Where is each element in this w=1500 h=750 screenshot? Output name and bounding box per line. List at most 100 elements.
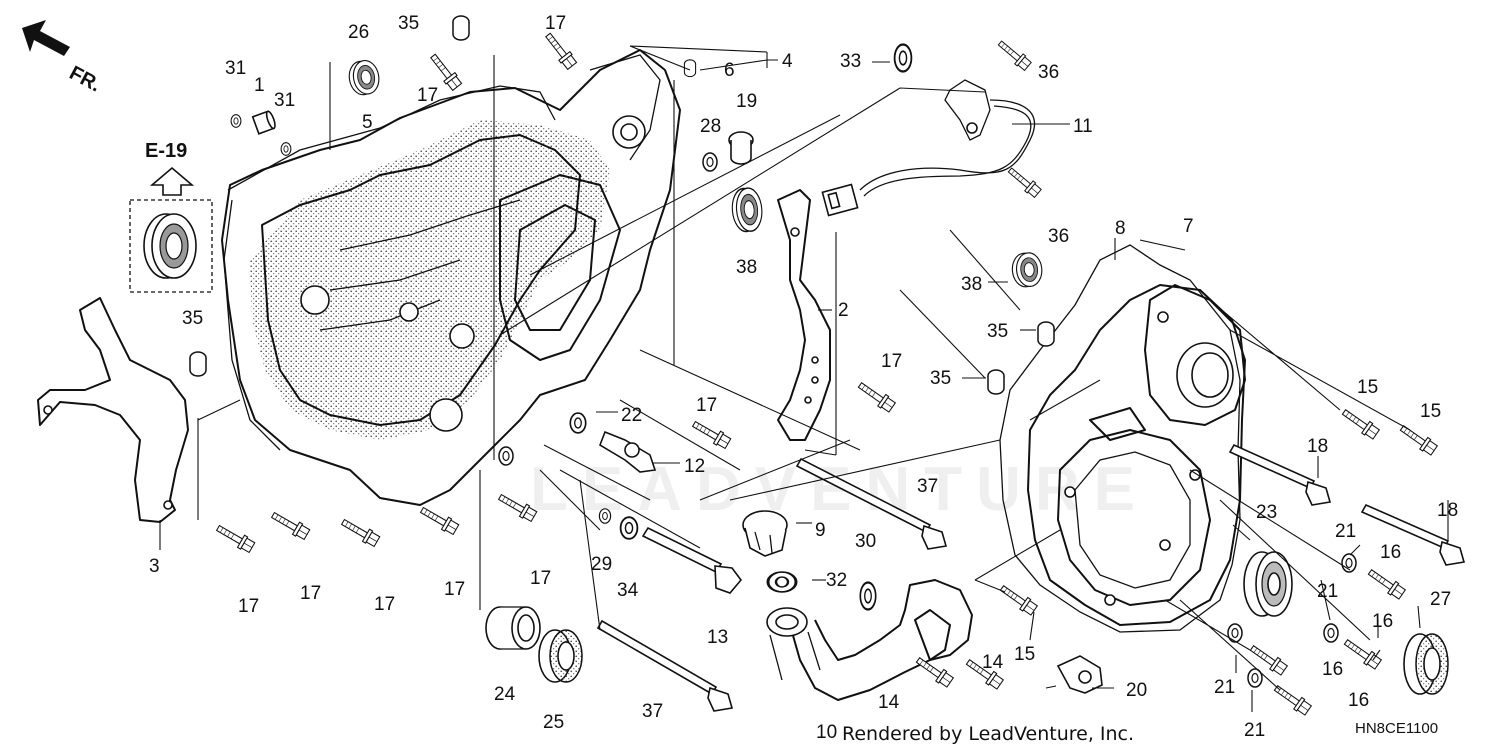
callout-35a: 35 [398, 13, 419, 34]
callout-16d: 16 [1348, 690, 1369, 711]
part-15-bolt-3 [1397, 421, 1439, 457]
part-17-bolt-1 [541, 30, 579, 71]
part-19-plug [728, 131, 754, 165]
part-33-o-ring [893, 43, 913, 73]
right-crankcase-cover [999, 244, 1246, 633]
callout-36a: 36 [1038, 62, 1059, 83]
part-25-oil-seal [538, 629, 583, 683]
callout-38a: 38 [736, 257, 757, 278]
part-17-bolt-5 [213, 521, 256, 555]
callout-17b: 17 [417, 85, 438, 106]
callout-labels: 1 2 3 4 5 6 7 8 9 10 11 12 13 14 14 15 1… [149, 13, 1458, 743]
callout-36b: 36 [1048, 226, 1069, 247]
part-36-bolt-1 [995, 37, 1033, 72]
callout-20: 20 [1126, 680, 1147, 701]
part-2-plate [777, 189, 831, 441]
callout-9: 9 [815, 520, 826, 541]
callout-21a: 21 [1335, 521, 1356, 542]
callout-4: 4 [782, 51, 793, 72]
callout-17d: 17 [696, 395, 717, 416]
part-35-dowel-right-b [987, 369, 1005, 395]
callout-14a: 14 [878, 692, 900, 713]
part-17-bolt-7 [338, 515, 381, 549]
callout-6: 6 [724, 60, 735, 81]
callout-21c: 21 [1214, 677, 1235, 698]
callout-28: 28 [700, 116, 721, 137]
callout-3: 3 [149, 556, 160, 577]
part-washer-small [498, 446, 514, 466]
callout-5: 5 [362, 112, 373, 133]
callout-25: 25 [543, 712, 564, 733]
callout-31a: 31 [225, 58, 246, 79]
part-16-bolt-4 [1271, 681, 1313, 717]
callout-37b: 37 [642, 701, 663, 722]
part-30-o-ring [859, 581, 877, 611]
callout-31b: 31 [274, 90, 295, 111]
part-38-bearing-upper [729, 186, 765, 234]
part-18-long-bolt-2 [1360, 503, 1466, 566]
callout-22: 22 [621, 405, 642, 426]
part-21-washer-c [1227, 623, 1243, 643]
callout-34: 34 [617, 580, 639, 601]
callout-27: 27 [1430, 589, 1451, 610]
part-35-dowel-left [189, 351, 207, 377]
part-32-o-ring [766, 570, 798, 594]
reference-up-arrow-icon [149, 166, 195, 196]
callout-24: 24 [494, 684, 516, 705]
callout-8: 8 [1115, 218, 1126, 239]
part-24-needle-bearing [485, 606, 541, 650]
part-18-long-bolt-1 [1228, 443, 1332, 506]
part-17-bolt-3 [855, 378, 897, 414]
part-20-clamp [1056, 655, 1103, 694]
part-38-bearing-right [1010, 251, 1044, 289]
callout-35b: 35 [182, 308, 203, 329]
part-35-dowel-top [452, 15, 470, 41]
callout-17c: 17 [881, 351, 902, 372]
callout-14b: 14 [982, 652, 1004, 673]
callout-38b: 38 [961, 274, 982, 295]
callout-17i: 17 [530, 568, 551, 589]
callout-17a: 17 [545, 13, 566, 34]
part-3-bracket [37, 297, 189, 523]
part-35-dowel-right-a [1037, 321, 1055, 347]
part-1-stud [251, 110, 276, 135]
callout-21d: 21 [1244, 720, 1265, 741]
callout-33: 33 [840, 51, 861, 72]
callout-15b: 15 [1357, 377, 1378, 398]
part-9-filler-cap [742, 510, 788, 557]
part-37-long-bolt-2 [596, 619, 734, 712]
part-12-speed-sensor [599, 430, 657, 473]
callout-15a: 15 [1014, 644, 1035, 665]
part-23-bearing [1243, 551, 1293, 617]
leader-lines [159, 45, 1449, 712]
callout-16a: 16 [1380, 542, 1401, 563]
part-31-washer-b [280, 142, 292, 156]
reference-bearing [143, 213, 197, 279]
part-11-sensor-harness [821, 79, 1036, 217]
callout-23: 23 [1256, 502, 1277, 523]
callout-19: 19 [736, 91, 757, 112]
part-15-bolt-2 [1339, 405, 1381, 441]
part-16-bolt-1 [1365, 565, 1407, 601]
part-15-bolt-1 [997, 581, 1039, 617]
part-16-bolt-2 [1341, 635, 1383, 671]
callout-12: 12 [684, 456, 705, 477]
callout-17g: 17 [374, 594, 395, 615]
part-10-filler-pipe [766, 579, 973, 701]
callout-32: 32 [826, 570, 847, 591]
part-36-bolt-2 [1005, 164, 1043, 199]
callout-1: 1 [254, 75, 265, 96]
part-29-washer [598, 508, 612, 524]
callout-18a: 18 [1307, 436, 1328, 457]
part-22-washer [569, 412, 587, 434]
callout-30: 30 [855, 531, 876, 552]
part-17-bolt-6 [268, 508, 311, 542]
callout-10: 10 [816, 722, 837, 743]
diagram-code: HN8CE1100 [1355, 720, 1438, 737]
callout-11: 11 [1073, 116, 1093, 137]
reference-box [129, 199, 213, 293]
direction-label: FR. [66, 62, 105, 97]
part-28-washer [702, 152, 718, 172]
callout-21b: 21 [1317, 581, 1338, 602]
